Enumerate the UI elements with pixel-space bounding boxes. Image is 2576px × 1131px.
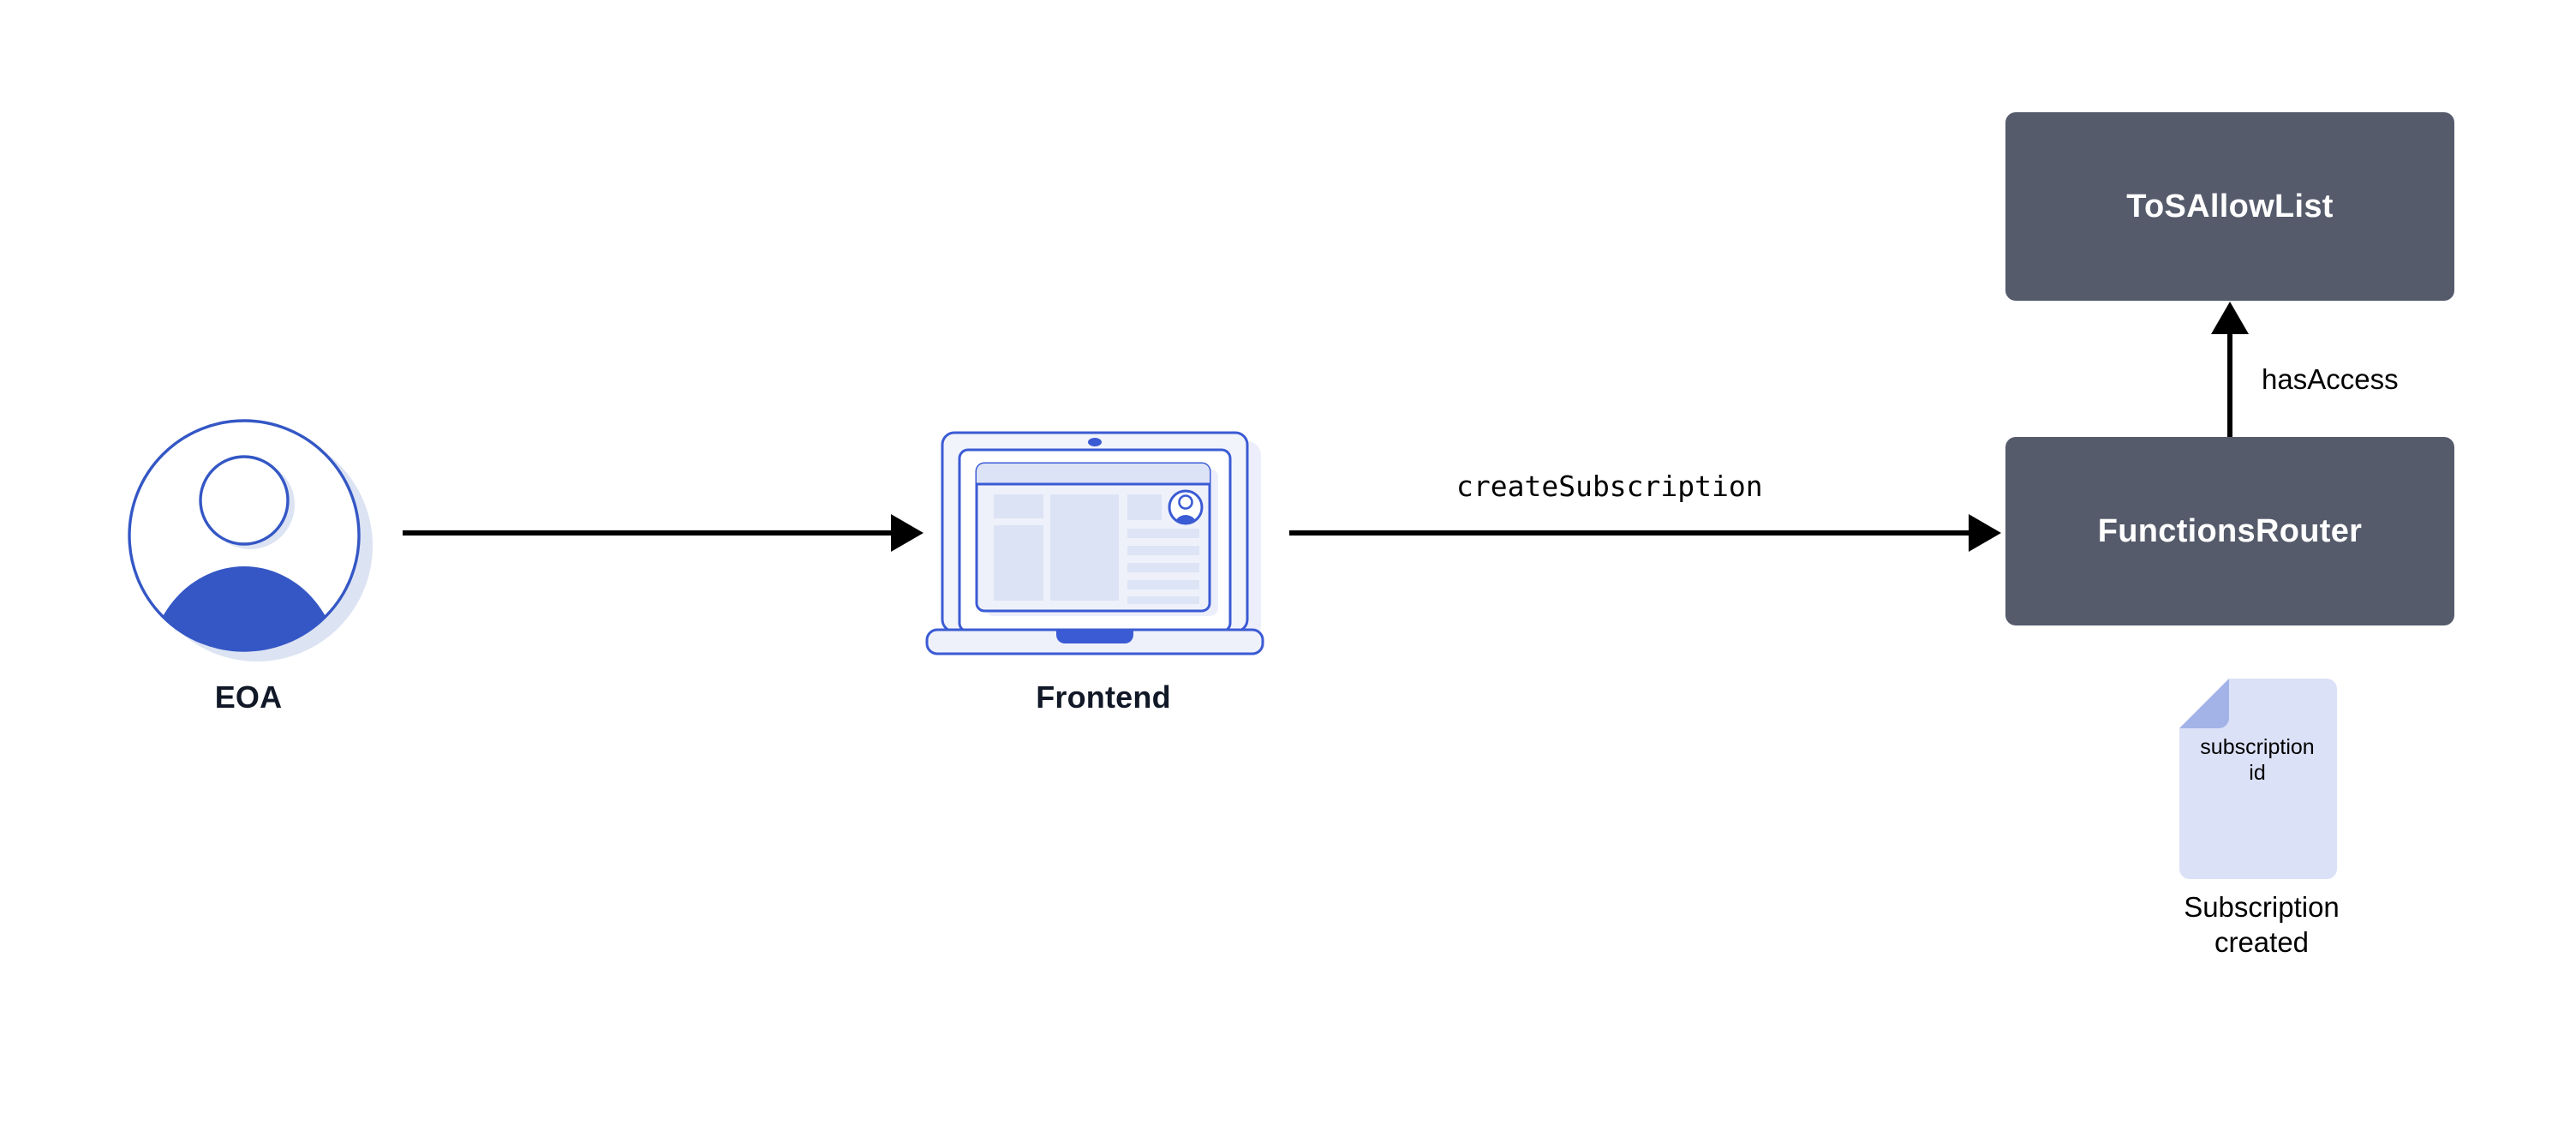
node-eoa-label: EOA <box>214 679 283 715</box>
user-avatar-icon <box>120 416 377 673</box>
document-inner-line-2: id <box>2249 760 2266 785</box>
node-tos-allowlist-label: ToSAllowList <box>2126 188 2334 224</box>
document-caption-line-1: Subscription <box>2184 891 2340 923</box>
edge-label-has-access: hasAccess <box>2262 363 2399 395</box>
edge-frontend-to-functions-router <box>1289 514 2001 552</box>
document-caption-line-2: created <box>2214 926 2310 959</box>
node-functions-router-label: FunctionsRouter <box>2097 512 2363 549</box>
node-subscription-document[interactable]: subscription id Subscription created <box>2142 677 2382 958</box>
document-icon <box>2176 677 2339 881</box>
node-functions-router[interactable]: FunctionsRouter <box>2005 437 2454 625</box>
node-eoa[interactable]: EOA <box>120 416 377 758</box>
edge-eoa-to-frontend <box>403 514 923 552</box>
document-inner-line-1: subscription <box>2200 735 2315 759</box>
document-caption: Subscription created <box>2125 889 2399 960</box>
node-tos-allowlist[interactable]: ToSAllowList <box>2005 112 2454 301</box>
edge-functions-router-to-tos-allowlist <box>2211 302 2249 437</box>
edge-label-create-subscription: createSubscription <box>1456 470 1763 503</box>
laptop-icon <box>923 416 1283 677</box>
document-inner-text: subscription id <box>2176 735 2339 786</box>
node-frontend[interactable]: Frontend <box>923 416 1283 758</box>
node-frontend-label: Frontend <box>1036 679 1171 715</box>
